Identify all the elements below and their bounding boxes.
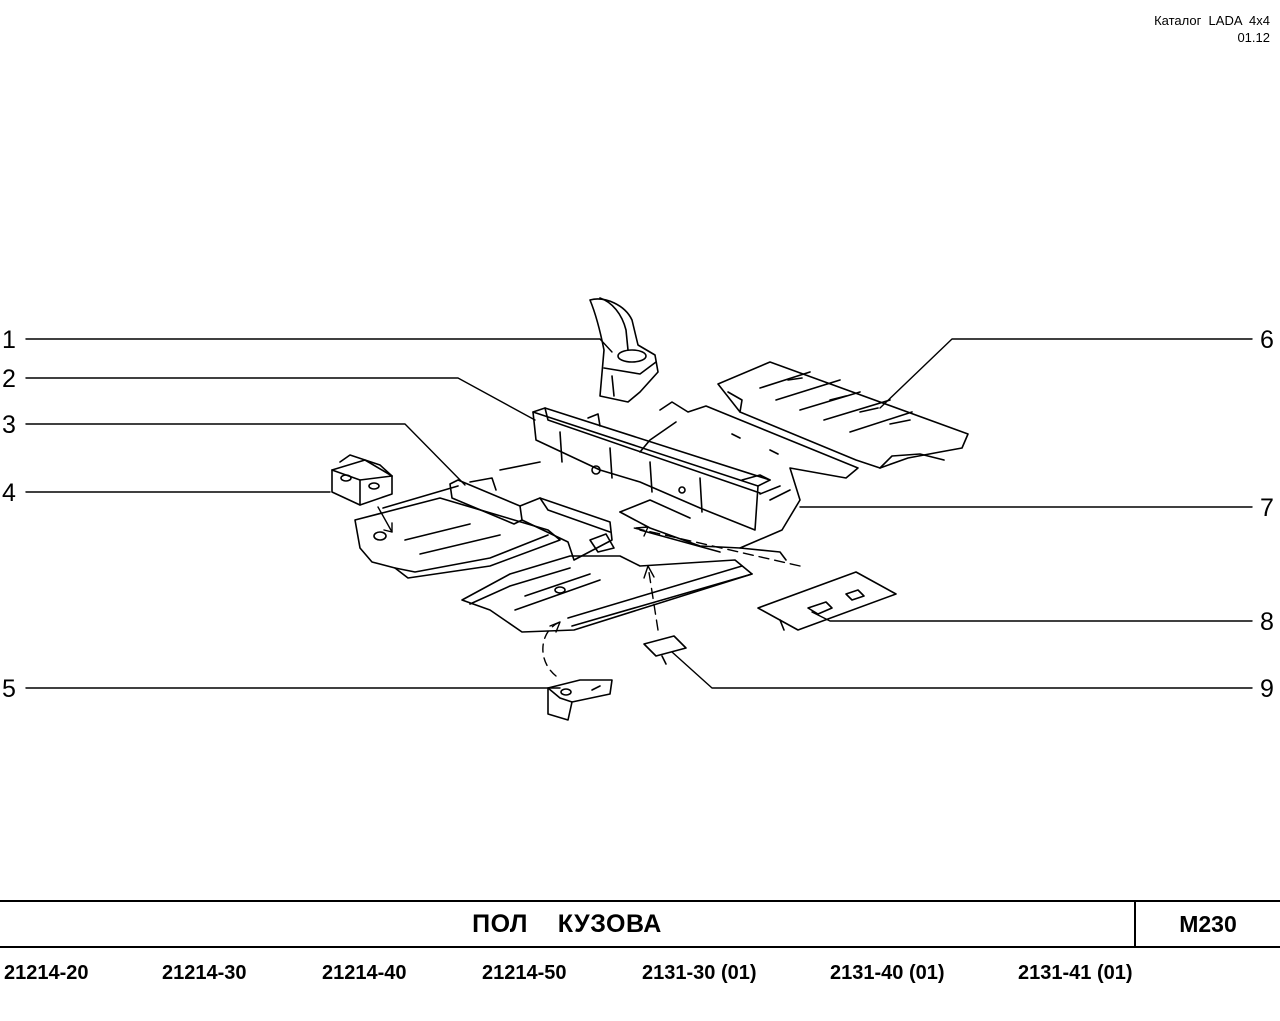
catalog-date: 01.12 (1237, 30, 1270, 45)
title-block: ПОЛ КУЗОВА M230 (0, 900, 1280, 948)
page-code: M230 (1179, 910, 1237, 937)
model-item: 21214-40 (322, 962, 407, 984)
callout-numbers: 1 2 3 4 5 6 7 8 9 (2, 326, 1274, 703)
leader-lines (25, 338, 1253, 689)
part-2-cross-member (532, 407, 771, 531)
model-item: 21214-50 (482, 962, 567, 984)
part-7-rear-floor (619, 401, 859, 561)
part-4-seat-bracket (331, 454, 393, 533)
model-list: 21214-20 21214-30 21214-40 21214-50 2131… (0, 962, 1280, 1002)
part-9-cover (643, 565, 687, 665)
leader-line-6 (879, 338, 1253, 409)
part-6-rear-panel (717, 361, 969, 469)
front-right-floor-pan (461, 555, 753, 633)
model-item: 2131-30 (01) (642, 962, 757, 984)
leader-line-8 (811, 611, 1253, 622)
callout-5: 5 (2, 675, 16, 703)
callout-6: 6 (1260, 326, 1274, 354)
part-3-side-member (449, 477, 615, 561)
callout-2: 2 (2, 365, 16, 393)
model-item: 21214-20 (4, 962, 89, 984)
part-1-bracket (589, 297, 659, 403)
leader-line-9 (671, 651, 1253, 689)
leader-line-2 (25, 377, 536, 421)
leader-line-3 (25, 423, 466, 486)
model-item: 2131-40 (01) (830, 962, 945, 984)
floor-assembly-diagram: 1 2 3 4 5 6 7 8 9 (2, 297, 1274, 721)
model-item: 21214-30 (162, 962, 247, 984)
callout-9: 9 (1260, 675, 1274, 703)
part-8-floor-plate (633, 526, 897, 631)
model-item: 2131-41 (01) (1018, 962, 1133, 984)
callout-8: 8 (1260, 608, 1274, 636)
callout-7: 7 (1260, 494, 1274, 522)
catalog-label: Каталог LADA 4x4 (1154, 13, 1270, 28)
callout-1: 1 (2, 326, 16, 354)
leader-line-1 (25, 338, 613, 353)
catalog-header: Каталог LADA 4x4 01.12 (1154, 12, 1270, 46)
callout-4: 4 (2, 479, 16, 507)
part-5-bracket (542, 621, 613, 721)
page-title: ПОЛ КУЗОВА (0, 902, 1136, 946)
front-left-floor-pan (354, 461, 561, 579)
callout-3: 3 (2, 411, 16, 439)
